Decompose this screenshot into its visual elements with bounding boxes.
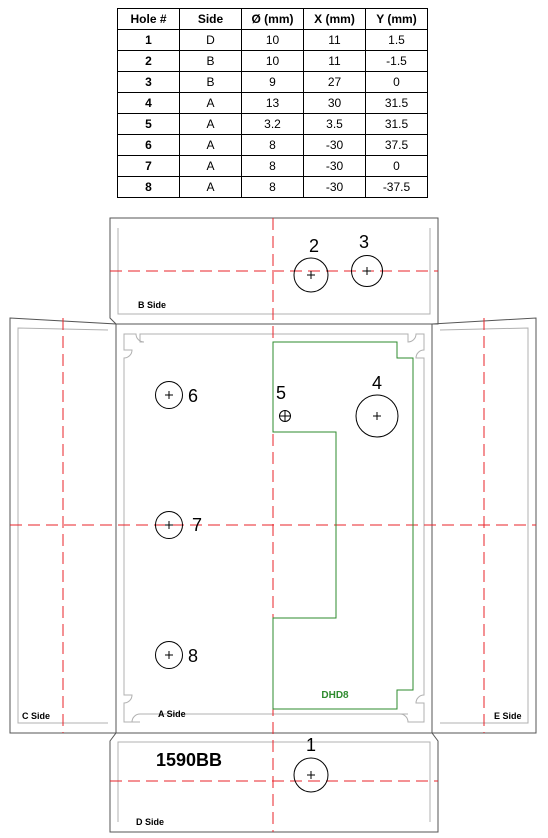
hole-1 <box>293 757 329 793</box>
hole-label-7: 7 <box>192 515 202 535</box>
side-label-a: A Side <box>158 709 186 719</box>
header-y: Y (mm) <box>365 8 428 30</box>
pcb-outline <box>272 341 414 710</box>
cell-x: 11 <box>303 29 366 51</box>
hole-3 <box>351 255 383 287</box>
side-label-b: B Side <box>138 300 166 310</box>
model-label: 1590BB <box>156 750 222 770</box>
cell-hole: 8 <box>117 176 180 198</box>
side-a-inner-lip <box>123 333 425 723</box>
hole-7 <box>155 511 183 539</box>
hole-4 <box>355 394 399 438</box>
cell-y: -37.5 <box>365 176 428 198</box>
hole-8 <box>155 641 183 669</box>
cell-x: -30 <box>303 176 366 198</box>
hole-label-5: 5 <box>276 383 286 403</box>
hole-label-8: 8 <box>188 646 198 666</box>
side-d-inner-lip <box>117 741 431 822</box>
side-a-panel <box>115 323 433 734</box>
cell-x: 3.5 <box>303 113 366 135</box>
side-label-e: E Side <box>494 711 522 721</box>
hole-label-4: 4 <box>372 373 382 393</box>
hole-6 <box>155 381 183 409</box>
cell-y: -1.5 <box>365 50 428 72</box>
side-label-c: C Side <box>22 711 50 721</box>
side-label-d: D Side <box>136 817 164 827</box>
hole-5 <box>279 410 291 422</box>
cell-y: 37.5 <box>365 134 428 156</box>
hole-label-1: 1 <box>306 735 316 755</box>
table-header-row: Hole # Side Ø (mm) X (mm) Y (mm) <box>117 8 428 30</box>
cell-x: 27 <box>303 71 366 93</box>
pcb-label: DHD8 <box>321 690 349 701</box>
hole-label-6: 6 <box>188 386 198 406</box>
cell-y: 31.5 <box>365 92 428 114</box>
hole-label-2: 2 <box>309 236 319 256</box>
hole-2 <box>293 257 329 293</box>
hole-label-3: 3 <box>359 232 369 252</box>
